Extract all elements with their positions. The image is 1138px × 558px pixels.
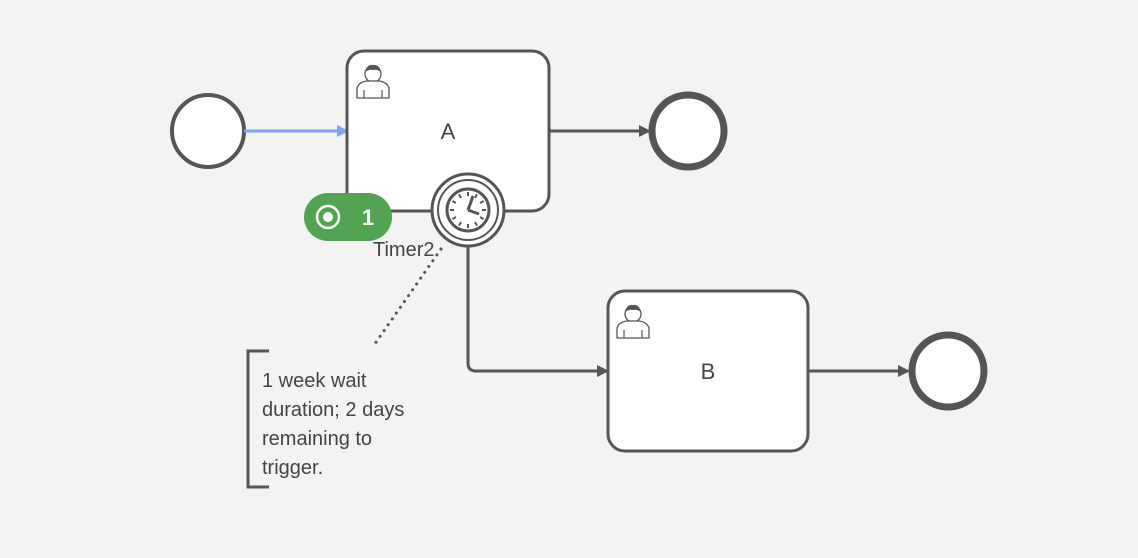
- text-annotation[interactable]: 1 week wait duration; 2 days remaining t…: [246, 349, 410, 489]
- task-a[interactable]: A: [345, 49, 551, 213]
- sequence-flow-timer-to-b[interactable]: [466, 246, 609, 377]
- timer-boundary-event[interactable]: [430, 172, 506, 248]
- task-b[interactable]: B: [606, 289, 810, 453]
- end-event-1[interactable]: [648, 91, 728, 171]
- task-a-label: A: [441, 119, 456, 144]
- start-event[interactable]: [170, 93, 246, 169]
- token-count: 1: [362, 205, 374, 230]
- token-badge[interactable]: 1: [304, 193, 392, 241]
- active-token-icon: [315, 204, 341, 230]
- annotation-text: 1 week wait duration; 2 days remaining t…: [262, 370, 410, 479]
- clock-icon: [445, 187, 491, 233]
- task-b-label: B: [701, 359, 716, 384]
- timer-label: Timer2: [373, 239, 434, 261]
- annotation-association[interactable]: [370, 247, 443, 350]
- end-event-2[interactable]: [908, 331, 988, 411]
